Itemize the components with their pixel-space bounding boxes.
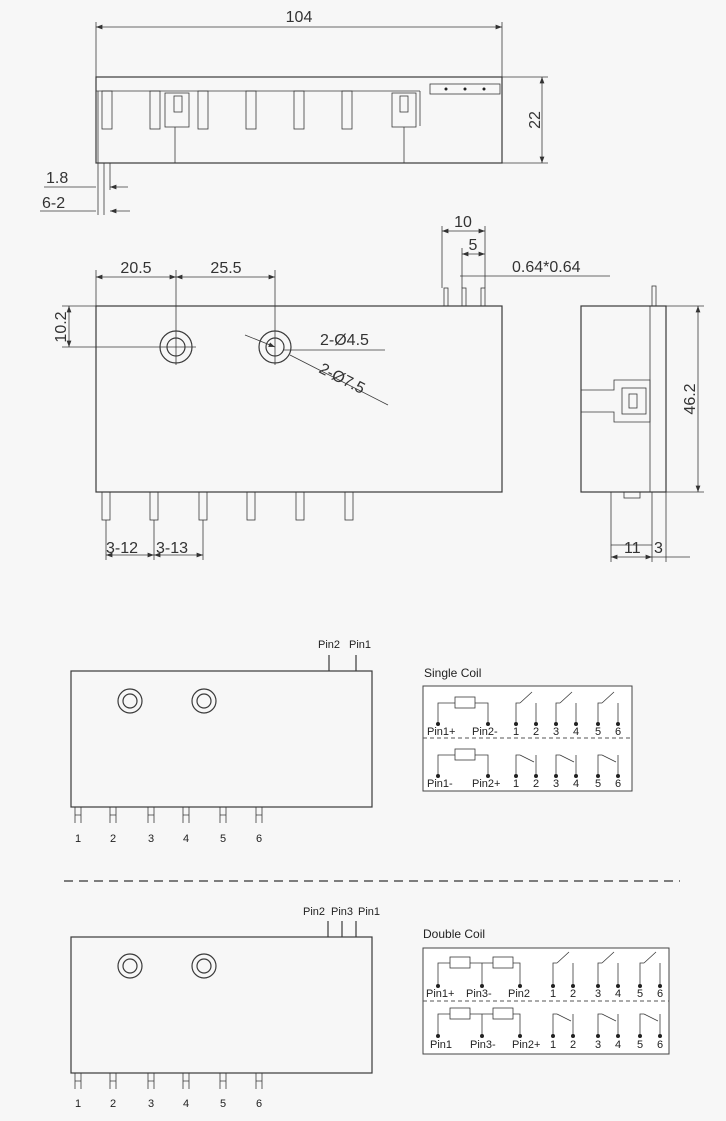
double-r1-coil-2: Pin3- [466,988,492,1000]
dim-10: 10 [454,214,472,231]
dim-hole-inner: 2-Ø4.5 [320,332,369,349]
double-pin-label-2: 2 [110,1098,116,1110]
double-r2-contact-3: 3 [595,1039,601,1051]
double-r1-contact-1: 1 [550,988,556,1000]
front-view: 20.5 25.5 10.2 2-Ø4.5 2-Ø7.5 10 5 0.64*0… [53,214,610,560]
single-top-pin-2: Pin2 [318,639,340,651]
dim-pitch-1: 3-12 [106,540,138,557]
side-view: 46.2 11 3 [580,285,704,562]
double-coil-title: Double Coil [423,927,485,941]
single-pin-label-2: 2 [110,833,116,845]
front-view-pins [101,491,354,521]
single-r1-contact-6: 6 [615,726,621,738]
double-coil-schematic: Double Coil Pin1+ Pin3- Pin2 Pin1 Pin3- … [422,927,670,1055]
single-r1-contact-4: 4 [573,726,579,738]
double-r1-contact-4: 4 [615,988,621,1000]
single-coil-relay: Pin2 Pin1 1 2 3 4 5 6 [70,639,373,845]
double-r2-contact-6: 6 [657,1039,663,1051]
single-coil-title: Single Coil [424,666,481,680]
dim-overall-length: 104 [286,9,313,26]
double-pin-label-5: 5 [220,1098,226,1110]
double-r1-coil-3: Pin2 [508,988,530,1000]
dim-height: 22 [527,111,544,129]
single-pin-label-4: 4 [183,833,189,845]
single-pin-label-5: 5 [220,833,226,845]
single-r1-contact-2: 2 [533,726,539,738]
dim-pin-offset: 1.8 [46,170,68,187]
double-r2-coil-2: Pin3- [470,1039,496,1051]
double-r2-contact-4: 4 [615,1039,621,1051]
dim-pitch-2: 3-13 [156,540,188,557]
single-r2-contact-3: 3 [553,778,559,790]
single-pin-label-1: 1 [75,833,81,845]
double-pin-label-3: 3 [148,1098,154,1110]
double-r2-coil-3: Pin2+ [512,1039,540,1051]
single-r1-coil-1: Pin1+ [427,726,455,738]
single-r2-coil-1: Pin1- [427,778,453,790]
single-pin-label-6: 6 [256,833,262,845]
double-r1-coil-1: Pin1+ [426,988,454,1000]
dim-side-height: 46.2 [682,383,699,414]
double-top-pin-1: Pin1 [358,906,380,918]
single-r1-contacts [514,691,620,726]
single-r2-contact-2: 2 [533,778,539,790]
double-r2-contacts [551,1013,662,1038]
dim-hole-y: 10.2 [53,311,70,342]
single-r1-contact-3: 3 [553,726,559,738]
double-pin-label-4: 4 [183,1098,189,1110]
dim-hole-outer: 2-Ø7.5 [316,360,367,397]
double-r1-contact-2: 2 [570,988,576,1000]
double-bottom-pins [74,1073,263,1089]
single-r2-contacts [514,754,620,778]
double-pin-label-6: 6 [256,1098,262,1110]
double-pin-label-1: 1 [75,1098,81,1110]
double-r2-coil-1: Pin1 [430,1039,452,1051]
single-bottom-pins [74,807,263,823]
single-r2-contact-4: 4 [573,778,579,790]
single-top-pin-1: Pin1 [349,639,371,651]
single-pin-label-3: 3 [148,833,154,845]
dim-hole-x1: 20.5 [120,260,151,277]
single-r1-contact-5: 5 [595,726,601,738]
double-coil-relay: Pin2 Pin3 Pin1 1 2 3 4 5 6 [70,906,380,1110]
double-top-pin-2: Pin2 [303,906,325,918]
single-coil-schematic: Single Coil Pin1+ Pin2- Pin1- Pin2+ 1 2 … [422,666,633,792]
single-r2-coil-2: Pin2+ [472,778,500,790]
double-r1-contact-3: 3 [595,988,601,1000]
dim-pin-gap: 6-2 [42,195,65,212]
double-r1-contact-6: 6 [657,988,663,1000]
single-r2-contact-5: 5 [595,778,601,790]
single-r2-contact-6: 6 [615,778,621,790]
double-top-pin-3: Pin3 [331,906,353,918]
double-r1-contact-5: 5 [637,988,643,1000]
single-r2-contact-1: 1 [513,778,519,790]
dim-side-w1: 11 [624,540,641,557]
top-view-pins [101,87,486,163]
double-r1-contacts [551,951,662,988]
single-r1-contact-1: 1 [513,726,519,738]
top-view: 104 22 1.8 6-2 [40,9,548,215]
dim-hole-x2: 25.5 [210,260,241,277]
dim-5: 5 [469,237,478,254]
double-r2-contact-2: 2 [570,1039,576,1051]
dim-side-w2: 3 [654,540,663,557]
double-r2-contact-1: 1 [550,1039,556,1051]
dim-pin-section: 0.64*0.64 [512,259,581,276]
single-r1-coil-2: Pin2- [472,726,498,738]
double-r2-contact-5: 5 [637,1039,643,1051]
